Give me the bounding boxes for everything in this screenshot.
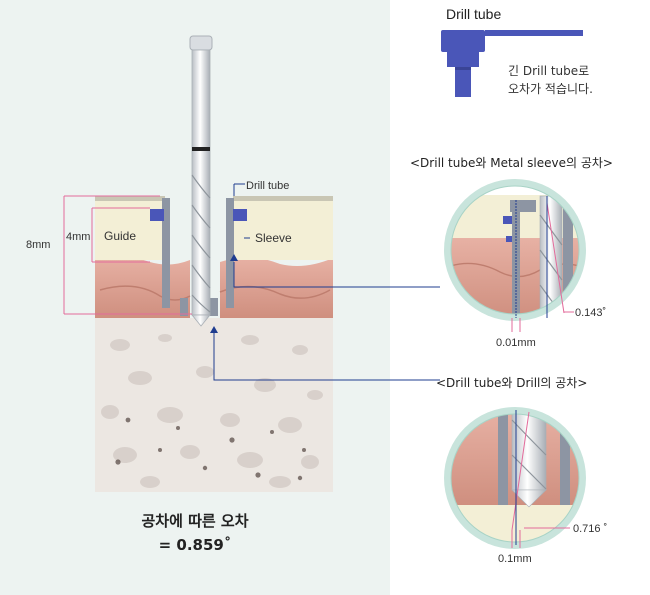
legend-note-line1: 긴 Drill tube로 <box>508 64 590 78</box>
caption-line2: = 0.859˚ <box>158 536 232 554</box>
sleeve-label: Sleeve <box>255 231 292 245</box>
dimension-8mm: 8mm <box>26 239 50 251</box>
detail-top-annotations <box>511 196 574 332</box>
detail-bottom-gap: 0.1mm <box>498 553 532 565</box>
surgical-guide <box>95 196 333 260</box>
legend-note-line2: 오차가 적습니다. <box>508 82 593 96</box>
detail-top-angle: 0.143˚ <box>575 307 606 319</box>
detail-bottom-angle: 0.716 ˚ <box>573 523 607 535</box>
guide-label: Guide <box>104 229 136 243</box>
caption-title: 공차에 따른 오차 <box>0 510 390 533</box>
pointer-lines <box>213 183 440 381</box>
detail-top-gap: 0.01mm <box>496 337 536 349</box>
caption-value: = 0.859˚ <box>0 534 390 557</box>
detail-top-heading: <Drill tube와 Metal sleeve의 공차> <box>410 156 613 170</box>
legend-title: Drill tube <box>446 6 502 22</box>
detail-bottom-heading: <Drill tube와 Drill의 공차> <box>436 376 588 390</box>
detail-circle-drill <box>444 407 586 549</box>
drill-tube-label: Drill tube <box>246 180 289 192</box>
drill-pointer-arrow <box>210 326 218 333</box>
legend-note: 긴 Drill tube로 오차가 적습니다. <box>508 62 593 98</box>
caption-line1: 공차에 따른 오차 <box>141 512 249 530</box>
sleeve-pointer-arrow <box>230 254 238 261</box>
detail-circle-sleeve <box>444 179 586 321</box>
drill-tube-legend-icon <box>441 30 583 97</box>
drill-tube-section <box>150 198 247 316</box>
detail-bottom-annotations <box>511 410 570 548</box>
dimension-4mm: 4mm <box>66 231 90 243</box>
drill-bit <box>189 35 213 327</box>
dimension-lines <box>63 195 192 315</box>
